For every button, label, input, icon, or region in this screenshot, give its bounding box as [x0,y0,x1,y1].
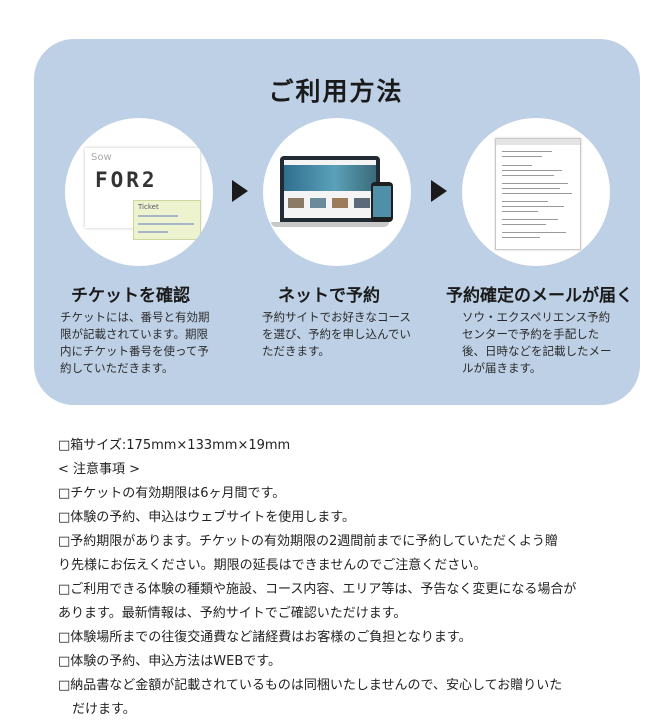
note-item: □ご利用できる体験の種類や施設、コース内容、エリア等は、予告なく変更になる場合が [58,582,577,597]
step-1-title: チケットを確認 [71,286,190,306]
email-screenshot-image [462,118,610,266]
note-item: □予約期限があります。チケットの有効期限の2週間前までに予約していただくよう贈 [58,534,558,549]
arrow-right-icon [431,180,447,202]
note-item: □体験場所までの往復交通費など諸経費はお客様のご負担となります。 [58,630,472,645]
step-2-description: 予約サイトでお好きなコース を選び、予約を申し込んでい ただきます。 [262,310,411,358]
ticket-label: Ticket [138,203,159,211]
note-item: □体験の予約、申込はウェブサイトを使用します。 [58,510,355,525]
step-3-description: ソウ・エクスペリエンス予約 センターで予約を手配した 後、日時などを記載したメー… [462,310,612,375]
notes-heading: < 注意事項 > [58,462,141,477]
note-item-continued: り先様にお伝えください。期限の延長はできませんのでご注意ください。 [58,558,487,573]
step-1-description: チケットには、番号と有効期 限が記載されています。期限 内にチケット番号を使って… [60,310,210,375]
step-3-title: 予約確定のメールが届く [446,286,633,306]
laptop-screen [280,156,380,222]
card-text: FOR2 [95,168,158,192]
card-logo: Sow [91,152,112,163]
note-box-size: □箱サイズ:175mm×133mm×19mm [58,438,291,453]
step-2-title: ネットで予約 [278,286,380,306]
guide-title: ご利用方法 [268,77,404,106]
note-item-continued: だけます。 [72,702,136,717]
ticket-card: Ticket [133,200,201,240]
email-window [495,138,581,250]
laptop-base [271,222,389,227]
note-item: □チケットの有効期限は6ヶ月間です。 [58,486,286,501]
ticket-image: Sow FOR2 Ticket [65,118,213,266]
laptop-phone-image [263,118,411,266]
note-item-continued: あります。最新情報は、予約サイトでご確認いただけます。 [58,606,407,621]
notes-section: □箱サイズ:175mm×133mm×19mm < 注意事項 > □チケットの有効… [58,434,630,722]
note-item: □体験の予約、申込方法はWEBです。 [58,654,281,669]
phone [371,182,393,222]
arrow-right-icon [232,180,248,202]
note-item: □納品書など金額が記載されているものは同梱いたしませんので、安心してお贈りいた [58,678,563,693]
